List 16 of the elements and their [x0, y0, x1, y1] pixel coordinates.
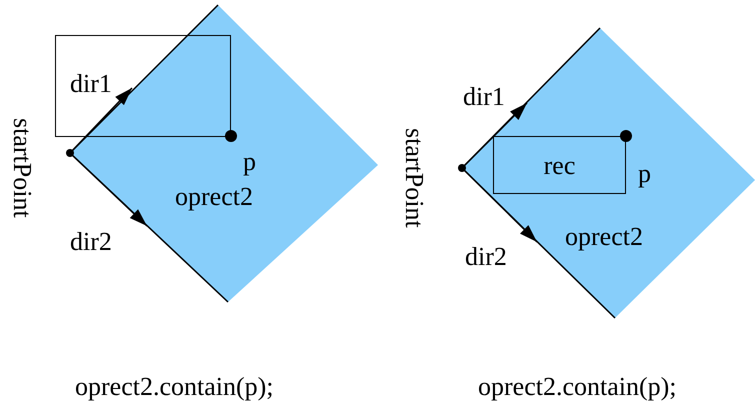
direction-label: dir2: [465, 243, 507, 271]
code-caption: oprect2.contain(p);: [478, 373, 677, 401]
point-label: p: [243, 148, 256, 176]
shape-label: oprect2: [565, 223, 643, 251]
direction-label: dir1: [70, 70, 112, 98]
point-label: startPoint: [8, 118, 36, 218]
code-caption: oprect2.contain(p);: [75, 373, 274, 401]
point-label: p: [638, 160, 651, 188]
rectangle-outline: [55, 35, 231, 137]
rec-rectangle: [493, 136, 626, 194]
point-label: startPoint: [400, 128, 428, 228]
shape-label: rec: [542, 152, 576, 180]
shape-label: oprect2: [175, 183, 253, 211]
direction-label: dir1: [463, 83, 505, 111]
square-region: [70, 5, 378, 302]
direction-label: dir2: [70, 228, 112, 256]
